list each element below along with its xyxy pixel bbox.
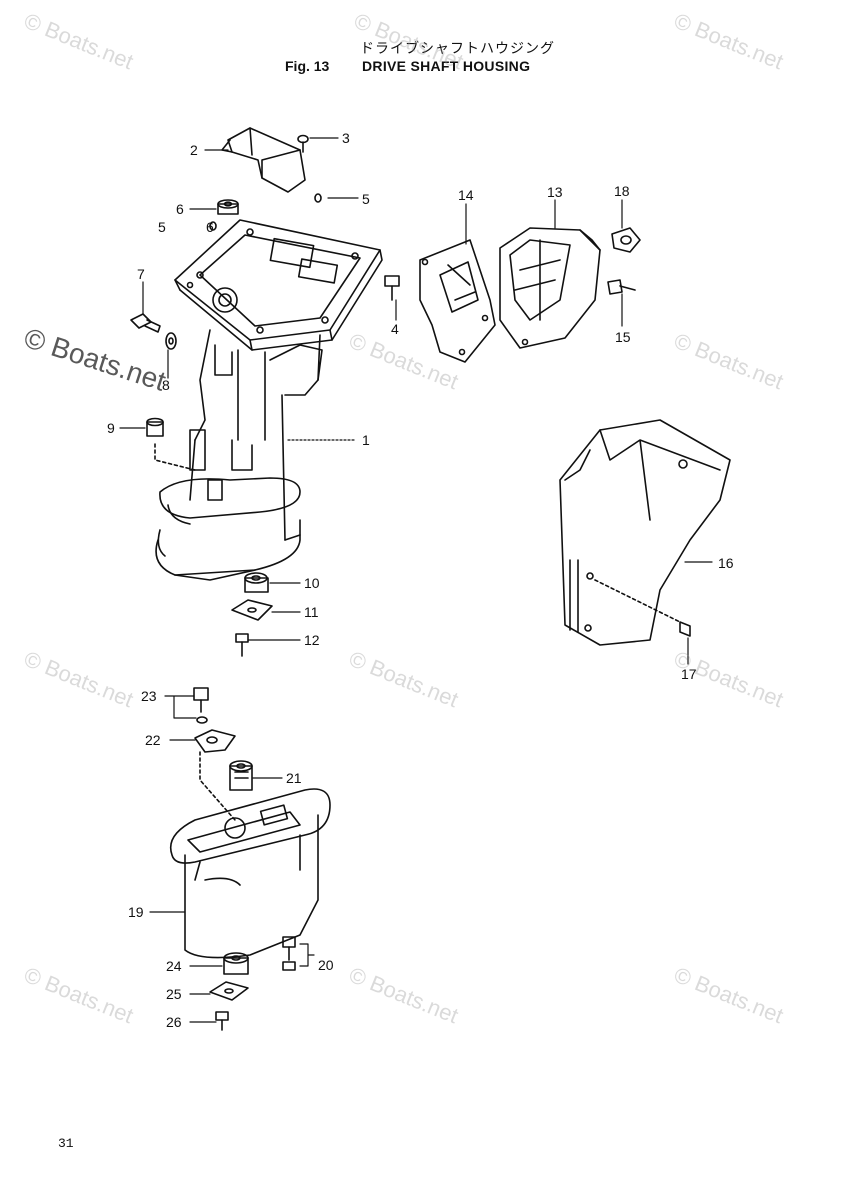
part-bolt-12 <box>235 633 249 657</box>
part-bolt-7 <box>130 313 161 333</box>
part-nut-18 <box>611 227 641 253</box>
callout-5-lower[interactable]: 5 <box>158 219 166 235</box>
part-screw-3 <box>297 134 309 153</box>
callout-1[interactable]: 1 <box>362 432 370 448</box>
part-drive-shaft-housing <box>155 219 383 581</box>
callout-14[interactable]: 14 <box>458 187 474 203</box>
callout-4[interactable]: 4 <box>391 321 399 337</box>
callout-3[interactable]: 3 <box>342 130 350 146</box>
callout-25[interactable]: 25 <box>166 986 182 1002</box>
callout-8[interactable]: 8 <box>162 377 170 393</box>
callout-24[interactable]: 24 <box>166 958 182 974</box>
part-extension-19 <box>170 788 331 959</box>
callout-6[interactable]: 6 <box>176 201 184 217</box>
part-exhaust-13 <box>499 227 601 349</box>
callout-numbers: 2 3 5 6 5 6 7 8 9 1 10 11 12 4 14 13 18 … <box>107 130 734 1030</box>
part-grommet-21 <box>229 760 253 791</box>
part-bolt-4 <box>384 275 400 301</box>
callout-21[interactable]: 21 <box>286 770 302 786</box>
part-plate-25 <box>209 981 249 1001</box>
callout-17[interactable]: 17 <box>681 666 697 682</box>
part-bolt-15 <box>607 279 636 295</box>
callout-9[interactable]: 9 <box>107 420 115 436</box>
callout-7[interactable]: 7 <box>137 266 145 282</box>
callout-10[interactable]: 10 <box>304 575 320 591</box>
part-grommet-9 <box>146 417 196 471</box>
part-plate-11 <box>231 599 273 621</box>
callout-12[interactable]: 12 <box>304 632 320 648</box>
callout-19[interactable]: 19 <box>128 904 144 920</box>
part-washer-8 <box>165 332 177 350</box>
callout-6-lower[interactable]: 6 <box>206 219 214 235</box>
part-bolt-20 <box>282 936 296 971</box>
part-washer-5-lower <box>209 221 217 231</box>
callout-13[interactable]: 13 <box>547 184 563 200</box>
callout-16[interactable]: 16 <box>718 555 734 571</box>
part-grommet-6 <box>217 199 239 215</box>
callout-22[interactable]: 22 <box>145 732 161 748</box>
callout-5[interactable]: 5 <box>362 191 370 207</box>
part-bolt-26 <box>215 1011 229 1031</box>
part-mount-24 <box>223 952 249 975</box>
callout-18[interactable]: 18 <box>614 183 630 199</box>
diagram-title: DRIVE SHAFT HOUSING <box>362 58 531 74</box>
part-screw-17 <box>679 621 691 637</box>
callout-15[interactable]: 15 <box>615 329 631 345</box>
figure-number: Fig. 13 <box>285 58 330 74</box>
leader-lines <box>119 137 713 1023</box>
callout-11[interactable]: 11 <box>304 604 319 620</box>
part-washer-5 <box>314 193 322 203</box>
part-gasket-22 <box>194 729 236 821</box>
part-mount-10 <box>244 572 269 593</box>
callout-23[interactable]: 23 <box>141 688 157 704</box>
part-bracket <box>221 127 306 193</box>
part-gasket-14 <box>419 239 496 363</box>
callout-2[interactable]: 2 <box>190 142 198 158</box>
callout-20[interactable]: 20 <box>318 957 334 973</box>
diagram-title-japanese: ドライブシャフトハウジング <box>360 41 555 57</box>
part-lower-cover-16 <box>559 419 731 646</box>
callout-26[interactable]: 26 <box>166 1014 182 1030</box>
page-number: 31 <box>58 1136 74 1151</box>
